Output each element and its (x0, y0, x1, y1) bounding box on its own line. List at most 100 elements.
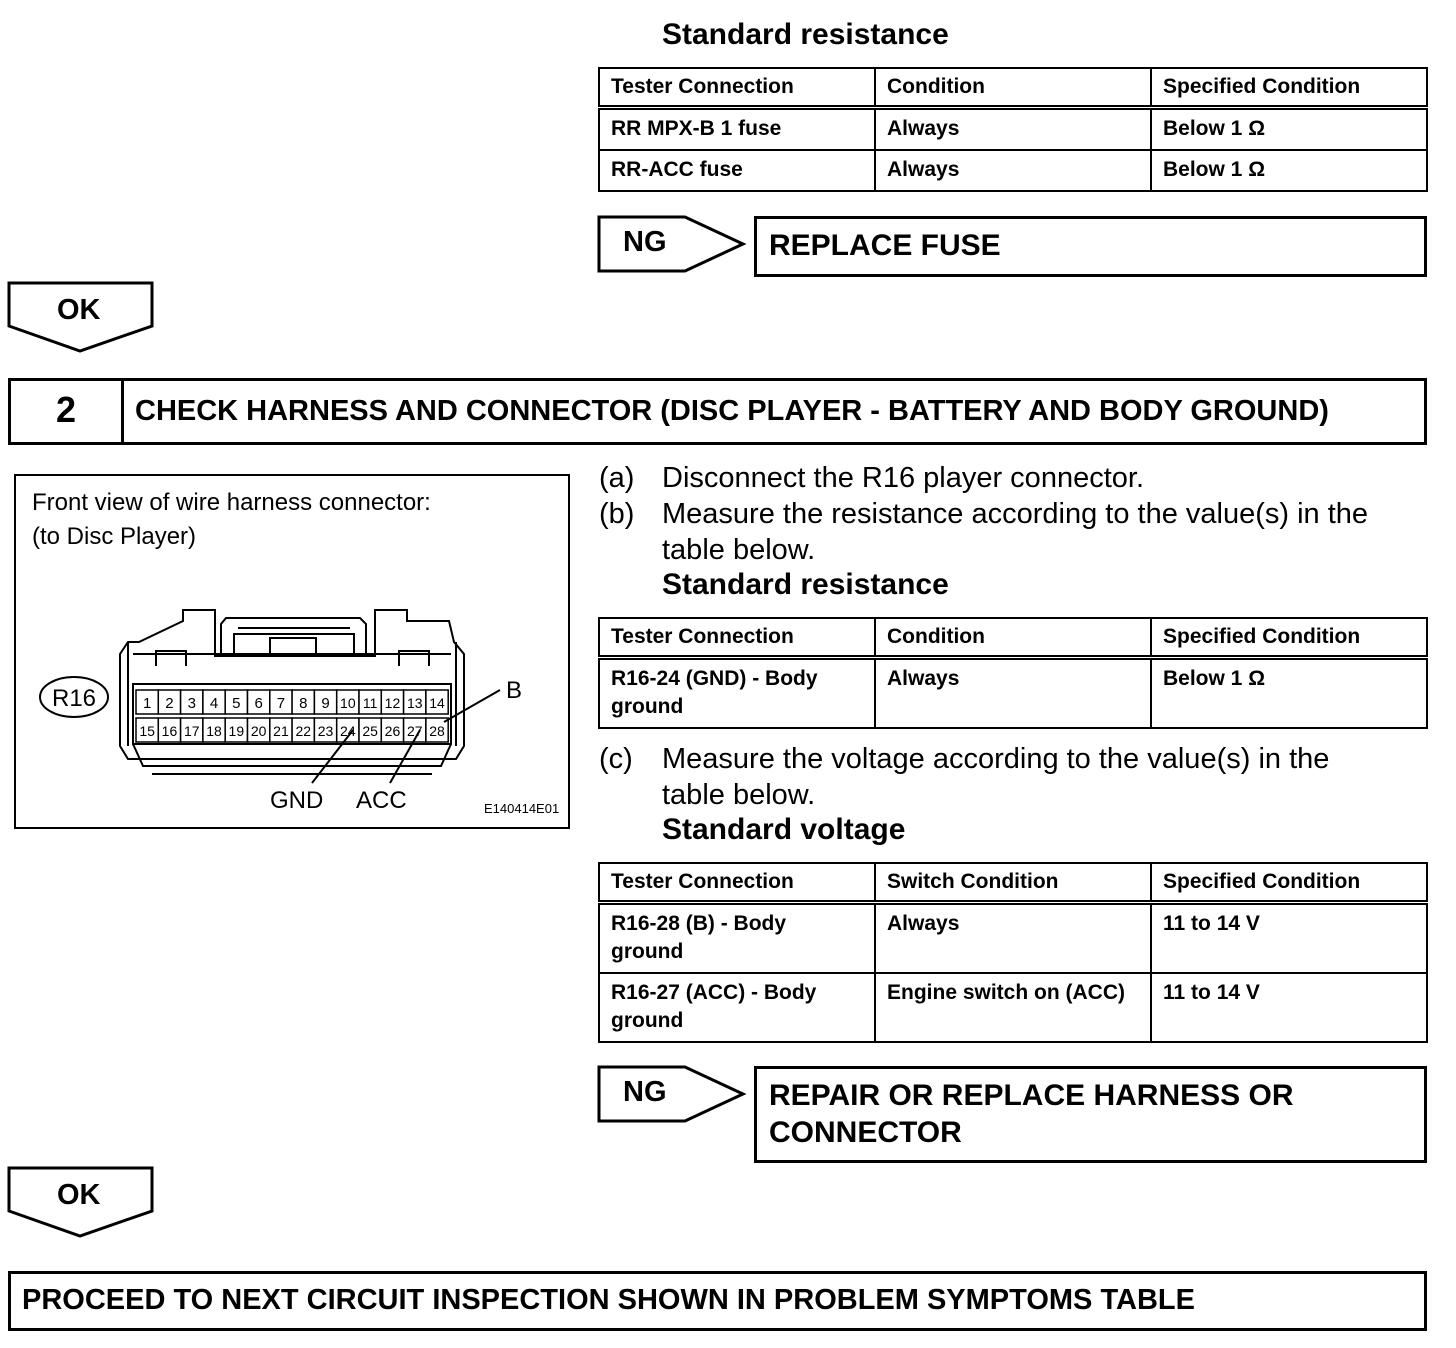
ok-arrow-icon (7, 281, 154, 353)
pin-number: 9 (321, 695, 329, 712)
table-row: RR-ACC fuse Always Below 1 Ω (598, 149, 1428, 192)
callout-gnd: GND (270, 787, 323, 814)
column-header: Specified Condition (1150, 617, 1428, 660)
table-row: R16-27 (ACC) - Body ground Engine switch… (598, 972, 1428, 1043)
pin-number: 24 (340, 723, 356, 739)
table-cell: Always (874, 656, 1152, 729)
column-header: Condition (874, 67, 1152, 110)
pin-number: 5 (232, 695, 240, 712)
column-header: Tester Connection (598, 862, 876, 905)
fuse-resistance-table: Tester Connection Condition Specified Co… (598, 67, 1428, 192)
standard-resistance-heading: Standard resistance (662, 568, 949, 601)
instruction-b: (b) Measure the resistance according to … (599, 496, 1439, 568)
connector-id: R16 (52, 685, 96, 712)
instruction-text: Measure the voltage according to the val… (662, 743, 1330, 811)
table-row: RR MPX-B 1 fuse Always Below 1 Ω (598, 106, 1428, 151)
step-number: 2 (11, 381, 124, 442)
table-cell: R16-27 (ACC) - Body ground (598, 972, 876, 1043)
pin-number: 21 (273, 723, 289, 739)
table-cell: Always (874, 901, 1152, 974)
pin-number: 12 (385, 695, 401, 711)
figure-caption: Front view of wire harness connector: (t… (32, 486, 431, 554)
pin-number: 7 (277, 695, 285, 712)
instruction-label: (c) (599, 743, 633, 775)
ok-label: OK (57, 294, 101, 326)
voltage-table: Tester Connection Switch Condition Speci… (598, 862, 1428, 1043)
table-header-row: Tester Connection Switch Condition Speci… (598, 862, 1428, 905)
pin-number: 13 (407, 695, 423, 711)
pin-number: 10 (340, 695, 356, 711)
table-cell: Below 1 Ω (1150, 656, 1428, 729)
pin-number: 3 (188, 695, 196, 712)
pin-number: 15 (139, 723, 155, 739)
table-row: R16-28 (B) - Body ground Always 11 to 14… (598, 901, 1428, 974)
ng-label: NG (623, 1076, 667, 1108)
pin-number: 23 (318, 723, 334, 739)
pin-number: 2 (165, 695, 173, 712)
pin-number: 28 (429, 723, 445, 739)
table-cell: 11 to 14 V (1150, 972, 1428, 1043)
column-header: Condition (874, 617, 1152, 660)
table-cell: RR MPX-B 1 fuse (598, 106, 876, 151)
table-cell: Always (874, 106, 1152, 151)
instruction-label: (b) (599, 498, 635, 530)
table-cell: RR-ACC fuse (598, 149, 876, 192)
pin-number: 4 (210, 695, 218, 712)
callout-b: B (506, 677, 522, 704)
pin-number: 20 (251, 723, 267, 739)
instruction-text: Measure the resistance according to the … (662, 498, 1369, 566)
connector-figure: Front view of wire harness connector: (t… (14, 474, 570, 829)
ng-label: NG (623, 226, 667, 258)
repair-harness-action: REPAIR OR REPLACE HARNESS OR CONNECTOR (754, 1066, 1427, 1163)
pin-number: 18 (206, 723, 222, 739)
ok-arrow-icon (7, 1166, 154, 1238)
table-cell: R16-28 (B) - Body ground (598, 901, 876, 974)
table-cell: Engine switch on (ACC) (874, 972, 1152, 1043)
instruction-c: (c) Measure the voltage according to the… (599, 741, 1439, 813)
figure-code: E140414E01 (484, 801, 559, 816)
pin-number: 25 (362, 723, 378, 739)
table-header-row: Tester Connection Condition Specified Co… (598, 617, 1428, 660)
figure-caption-line: Front view of wire harness connector: (32, 489, 431, 516)
pin-number: 22 (295, 723, 311, 739)
pin-number: 19 (229, 723, 245, 739)
table-header-row: Tester Connection Condition Specified Co… (598, 67, 1428, 110)
ng-arrow-icon (597, 215, 747, 273)
table-cell: Always (874, 149, 1152, 192)
pin-number: 27 (407, 723, 423, 739)
instruction-text: Disconnect the R16 player connector. (662, 462, 1144, 494)
final-action: PROCEED TO NEXT CIRCUIT INSPECTION SHOWN… (8, 1271, 1427, 1331)
pin-number: 17 (184, 723, 200, 739)
connector-id-badge-icon (39, 676, 109, 718)
table-cell: R16-24 (GND) - Body ground (598, 656, 876, 729)
standard-voltage-heading: Standard voltage (662, 813, 906, 846)
column-header: Switch Condition (874, 862, 1152, 905)
pin-number: 11 (363, 695, 378, 711)
ng-arrow-icon (597, 1065, 747, 1123)
column-header: Tester Connection (598, 67, 876, 110)
standard-resistance-heading: Standard resistance (662, 18, 949, 51)
column-header: Specified Condition (1150, 67, 1428, 110)
figure-caption-line: (to Disc Player) (32, 523, 197, 550)
table-cell: Below 1 Ω (1150, 106, 1428, 151)
ok-label: OK (57, 1179, 101, 1211)
pin-number: 6 (254, 695, 262, 712)
pin-number: 8 (299, 695, 307, 712)
pin-number: 26 (385, 723, 401, 739)
callout-acc: ACC (356, 787, 407, 814)
table-cell: Below 1 Ω (1150, 149, 1428, 192)
step-title: CHECK HARNESS AND CONNECTOR (DISC PLAYER… (135, 395, 1329, 427)
table-cell: 11 to 14 V (1150, 901, 1428, 974)
column-header: Specified Condition (1150, 862, 1428, 905)
pin-cell (425, 717, 449, 743)
pin-number: 1 (143, 695, 151, 712)
column-header: Tester Connection (598, 617, 876, 660)
pin-number: 14 (429, 695, 445, 711)
instruction-label: (a) (599, 462, 635, 494)
harness-resistance-table: Tester Connection Condition Specified Co… (598, 617, 1428, 729)
pin-cell (425, 689, 449, 715)
instruction-a: (a) Disconnect the R16 player connector. (599, 460, 1439, 496)
table-row: R16-24 (GND) - Body ground Always Below … (598, 656, 1428, 729)
step-header: 2 CHECK HARNESS AND CONNECTOR (DISC PLAY… (8, 378, 1427, 445)
